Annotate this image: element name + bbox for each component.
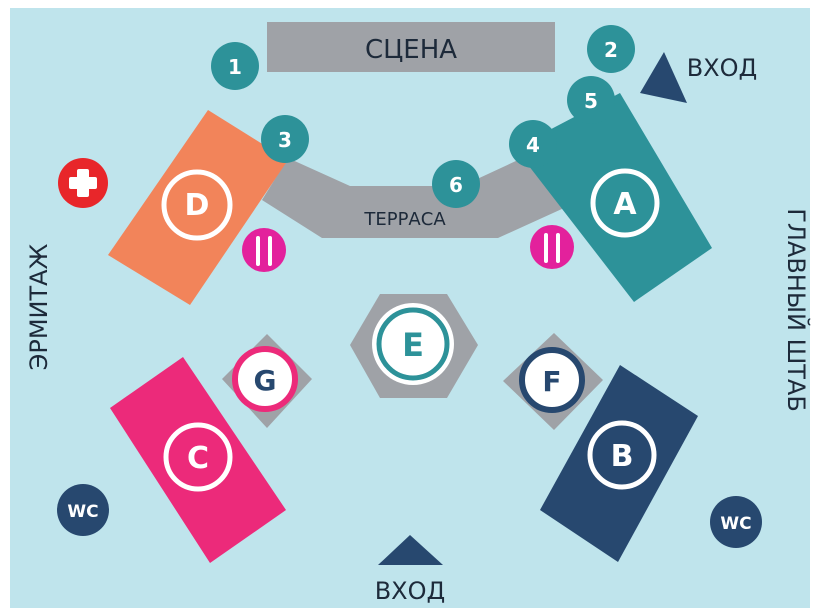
zone-g-letter: G (254, 364, 277, 397)
wc-right-icon[interactable]: WC (710, 496, 762, 548)
badge-6[interactable]: 6 (432, 160, 480, 208)
zone-f-marker (519, 347, 585, 413)
food-right-icon[interactable] (530, 225, 574, 269)
stage-label: СЦЕНА (365, 35, 457, 65)
zone-d-marker (161, 169, 233, 241)
zone-a-marker (590, 168, 660, 238)
entrance-bottom-icon (378, 535, 443, 565)
badge-6-circle (432, 160, 480, 208)
wc-right-label: WC (720, 514, 751, 534)
badge-2[interactable]: 2 (587, 25, 635, 73)
badge-2-circle (587, 25, 635, 73)
badge-1-number: 1 (228, 55, 242, 79)
entrance-bottom-label: ВХОД (375, 577, 446, 605)
stage[interactable] (267, 22, 555, 72)
zone-b-letter: B (611, 439, 634, 474)
terrace-label: ТЕРРАСА (363, 209, 446, 230)
wc-left-icon[interactable]: WC (57, 484, 109, 536)
zone-d-letter: D (185, 188, 210, 223)
left-side-label: ЭРМИТАЖ (25, 243, 53, 370)
badge-1-circle (211, 42, 259, 90)
food-right-circle (530, 225, 574, 269)
badge-6-number: 6 (449, 173, 463, 197)
entrance-top-label: ВХОД (687, 54, 758, 82)
badge-1[interactable]: 1 (211, 42, 259, 90)
zone-e-marker-ring (376, 307, 450, 381)
wc-right-circle (710, 496, 762, 548)
zone-c-letter: C (187, 441, 209, 476)
wc-left-circle (57, 484, 109, 536)
zone-e-letter: E (402, 326, 424, 364)
zone-b-marker (587, 420, 657, 490)
first-aid-icon[interactable] (58, 158, 108, 208)
badge-5[interactable]: 5 (567, 76, 615, 124)
zone-f-letter: F (542, 365, 561, 398)
zone-g-marker (232, 346, 298, 412)
badge-3[interactable]: 3 (261, 115, 309, 163)
wc-left-label: WC (67, 502, 98, 522)
right-side-label: ГЛАВНЫЙ ШТАБ (782, 208, 811, 412)
badge-4-circle (509, 120, 557, 168)
food-left-circle (242, 228, 286, 272)
badge-5-circle (567, 76, 615, 124)
badge-3-circle (261, 115, 309, 163)
food-left-icon[interactable] (242, 228, 286, 272)
badge-4[interactable]: 4 (509, 120, 557, 168)
entrance-top-icon (640, 52, 687, 103)
badge-4-number: 4 (526, 133, 540, 157)
first-aid-cross-horizontal (69, 177, 97, 189)
badge-5-number: 5 (584, 89, 598, 113)
zone-a-letter: A (613, 187, 637, 222)
zone-c-marker (163, 422, 233, 492)
badge-3-number: 3 (278, 128, 292, 152)
terrace[interactable] (262, 148, 586, 238)
badge-2-number: 2 (604, 38, 618, 62)
